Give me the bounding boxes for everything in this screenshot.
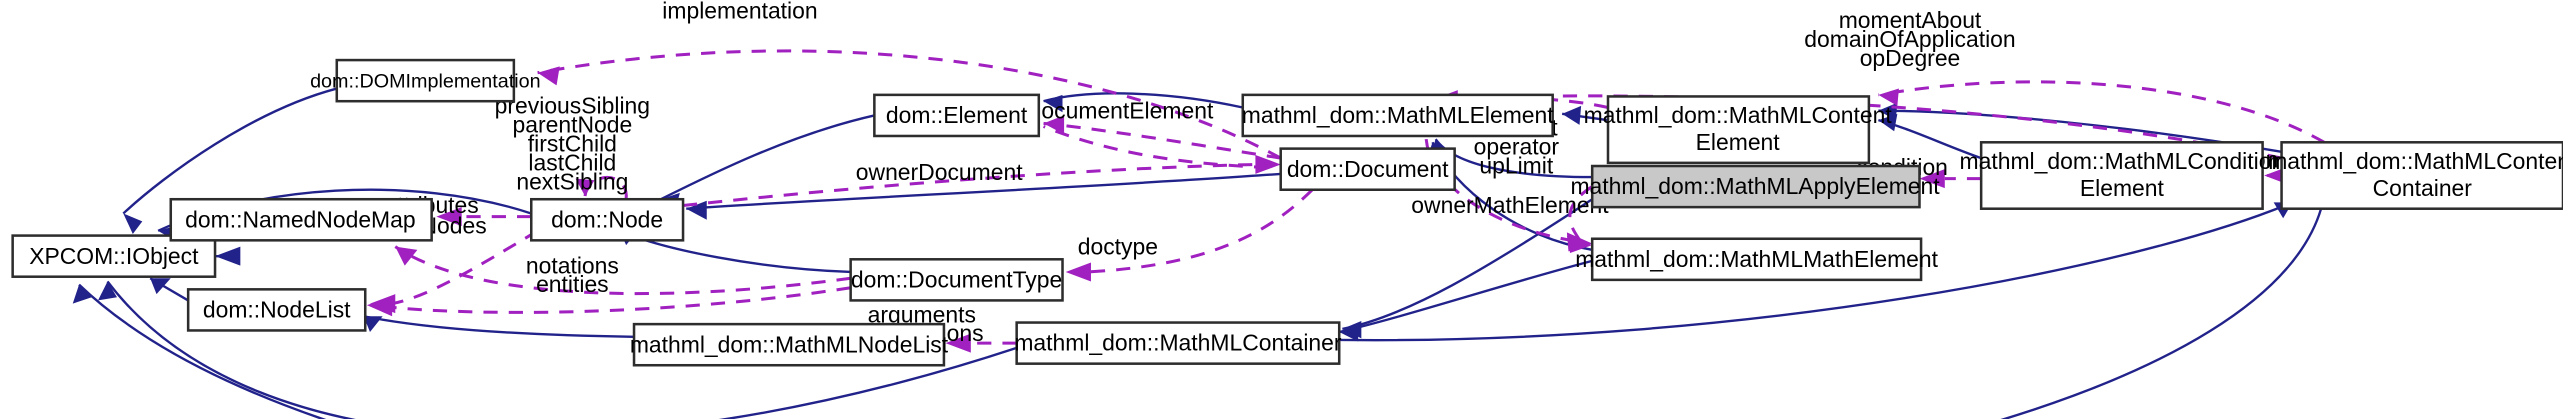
arrowhead-inherit — [215, 246, 241, 266]
edge-usage-documentelement — [1043, 121, 1281, 160]
edge-mathmlnodelist-nodelist — [363, 315, 635, 338]
edge-label-entities: entities — [536, 271, 609, 297]
node-label-dom-namednodemap: dom::NamedNodeMap — [185, 206, 415, 232]
node-label-dom-nodelist: dom::NodeList — [203, 297, 351, 323]
node-label-dom-node: dom::Node — [551, 206, 663, 232]
edge-usage-apply-mathmathelement — [1568, 185, 1593, 244]
node-label-mathml-mathmlmathelement: mathml_dom::MathMLMathElement — [1575, 246, 1938, 272]
edge-usage-ownerdocument — [682, 162, 1259, 208]
edge-label-documentelement: documentElement — [1029, 97, 1214, 123]
node-dom-documenttype[interactable]: dom::DocumentType — [849, 258, 1064, 302]
edge-mathmlapplyelement-mathmlcontainer — [1342, 198, 1593, 331]
edge-label-momentabout: momentAbout — [1839, 7, 1982, 33]
edge-usage-contentcontainer-mathmlelement — [1454, 94, 2282, 160]
node-label-xpcom-iobject: XPCOM::IObject — [29, 243, 199, 269]
edge-usage-notations — [394, 245, 851, 296]
edge-usage-ownermathelement — [1424, 138, 1572, 242]
arrowhead-usage — [1043, 115, 1065, 135]
arrowhead-usage — [1878, 88, 1899, 106]
node-xpcom-iobject[interactable]: XPCOM::IObject — [11, 234, 217, 278]
node-label-dom-documenttype: dom::DocumentType — [851, 266, 1062, 292]
edge-label-implementation: implementation — [662, 0, 817, 24]
node-dom-node[interactable]: dom::Node — [529, 197, 685, 242]
arrowhead-usage — [1065, 262, 1091, 282]
edge-label-nextsibling: nextSibling — [516, 168, 628, 194]
edge-label-previoussibling: previousSibling — [495, 93, 650, 119]
arrowhead-usage — [366, 297, 393, 317]
node-mathml-mathmlapplyelement[interactable]: mathml_dom::MathMLApplyElement — [1570, 164, 1940, 209]
edge-mathmlcontainer-mathmlcontentcontainer — [1339, 201, 2294, 342]
arrowhead-usage — [1566, 235, 1593, 253]
arrowhead-inherit — [98, 281, 118, 301]
edge-label-ownerdocument: ownerDocument — [856, 159, 1023, 185]
arrowhead-usage — [395, 246, 418, 266]
node-group: XPCOM::IObject dom::NamedNodeMap dom::No… — [11, 58, 2563, 367]
node-label-mathml-mathmlelement: mathml_dom::MathMLElement — [1242, 102, 1555, 128]
edge-label-operator: operator — [1474, 134, 1560, 160]
arrowhead-usage — [436, 207, 462, 227]
arrowhead-inherit — [1562, 105, 1582, 125]
edge-label-ownermathelement: ownerMathElement — [1411, 192, 1609, 218]
node-label-mathml-mathmlconditionelement-line1: mathml_dom::MathMLCondition — [1960, 148, 2285, 174]
edge-label-uplimit: upLimit — [1479, 153, 1553, 179]
node-dom-domimplementation[interactable]: dom::DOMImplementation — [310, 58, 541, 103]
edge-element-node — [660, 114, 875, 201]
node-mathml-mathmlmathelement[interactable]: mathml_dom::MathMLMathElement — [1575, 237, 1939, 282]
node-label-mathml-mathmlcontentelement-line1: mathml_dom::MathMLContent — [1584, 102, 1893, 128]
node-mathml-mathmlnodelist[interactable]: mathml_dom::MathMLNodeList — [630, 322, 949, 367]
node-dom-element[interactable]: dom::Element — [873, 93, 1041, 138]
edge-label-lastchild: lastChild — [528, 149, 616, 175]
edge-usage-childnodes — [391, 229, 539, 306]
node-label-mathml-mathmlconditionelement-line2: Element — [2080, 175, 2165, 201]
node-dom-namednodemap[interactable]: dom::NamedNodeMap — [169, 197, 433, 242]
node-label-mathml-mathmlcontainer: mathml_dom::MathMLContainer — [1014, 330, 1342, 356]
edge-domimplementation-iobject — [122, 87, 338, 215]
node-mathml-mathmlcontentcontainer[interactable]: mathml_dom::MathMLContent Container — [2268, 141, 2563, 210]
arrowhead-inherit — [1342, 320, 1362, 339]
edge-label-domainofapplication: domainOfApplication — [1804, 26, 2015, 52]
node-label-dom-element: dom::Element — [886, 102, 1028, 128]
edge-label-opdegree: opDegree — [1860, 45, 1961, 71]
edge-usage-doctype — [1087, 188, 1314, 274]
node-label-mathml-mathmlapplyelement: mathml_dom::MathMLApplyElement — [1570, 173, 1940, 199]
arrowhead-inherit — [1043, 94, 1063, 113]
node-mathml-mathmlcontentelement[interactable]: mathml_dom::MathMLContent Element — [1584, 95, 1893, 165]
edge-usage-implementation — [537, 49, 1282, 160]
node-label-mathml-mathmlcontentcontainer-line1: mathml_dom::MathMLContent — [2268, 148, 2563, 174]
arrowhead-usage — [1919, 169, 1945, 189]
edge-label-notations: notations — [526, 252, 619, 278]
edge-mathmlmathelement-mathmlcontainer — [1338, 259, 1593, 334]
arrowhead-usage — [537, 66, 560, 86]
arrowhead-usage — [575, 178, 595, 197]
node-label-dom-domimplementation: dom::DOMImplementation — [310, 70, 541, 92]
arrowhead-usage — [945, 333, 971, 353]
node-dom-nodelist[interactable]: dom::NodeList — [186, 288, 367, 332]
node-label-mathml-mathmlcontentcontainer-line2: Container — [2373, 175, 2473, 201]
node-label-mathml-mathmlnodelist: mathml_dom::MathMLNodeList — [630, 331, 949, 357]
node-mathml-mathmlcontainer[interactable]: mathml_dom::MathMLContainer — [1014, 321, 1342, 365]
edge-mathmlcontentcontainer-iobject — [78, 208, 2323, 419]
arrowhead-usage — [1255, 154, 1281, 174]
node-mathml-mathmlconditionelement[interactable]: mathml_dom::MathMLCondition Element — [1960, 141, 2285, 210]
arrowhead-inherit — [686, 200, 707, 220]
node-dom-document[interactable]: dom::Document — [1279, 147, 1456, 192]
edge-usage-document-element-tail — [1042, 125, 1269, 170]
arrowhead-inherit — [150, 278, 171, 295]
edge-label-parentnode: parentNode — [513, 112, 633, 138]
edge-document-node — [686, 172, 1281, 210]
node-mathml-mathmlelement[interactable]: mathml_dom::MathMLElement — [1241, 93, 1555, 138]
edge-mathmlcontainer-iobject — [106, 280, 1018, 419]
node-label-mathml-mathmlcontentelement-line2: Element — [1696, 129, 1781, 155]
node-label-dom-document: dom::Document — [1287, 156, 1449, 182]
edge-label-doctype: doctype — [1078, 233, 1158, 259]
edge-label-firstchild: firstChild — [528, 131, 617, 157]
arrowhead-inherit — [123, 213, 143, 235]
edge-usage-entities — [385, 286, 851, 314]
arrowhead-inherit — [72, 284, 92, 304]
edge-usage-momentabout-group — [1878, 80, 2325, 144]
